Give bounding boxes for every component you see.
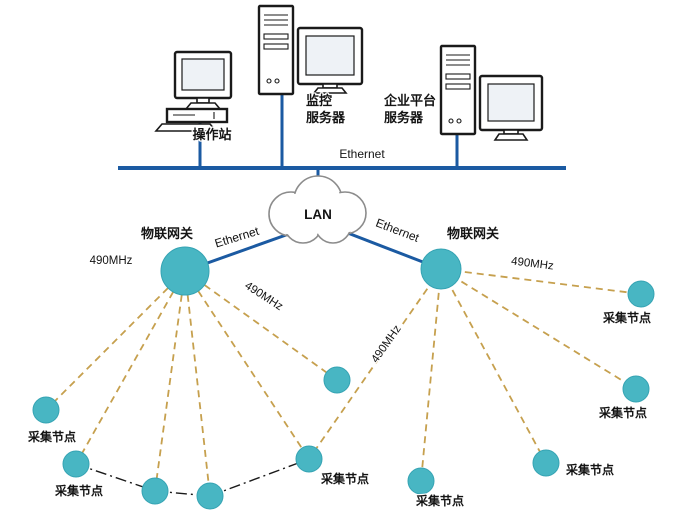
sensor-node-bottom-1 [141, 477, 169, 505]
tower-slot [263, 43, 289, 50]
radio-links [45, 268, 642, 497]
enterprise-server-icon [439, 44, 544, 141]
freq-label-right-steep-link: 490MHz [369, 323, 404, 365]
sensor-node-bottom-right [407, 467, 435, 495]
radio-link-rgw-bottom-right [420, 268, 442, 482]
enterprise-server-label-line1: 企业平台 [383, 93, 436, 108]
cloud-fill [316, 208, 350, 242]
server-tower [439, 44, 477, 136]
tower-button [266, 78, 272, 84]
monitor-screen [487, 83, 535, 122]
sensor-label-bottom-right: 采集节点 [415, 493, 464, 508]
left-gateway-label: 物联网关 [141, 226, 193, 241]
monitor-base [493, 133, 529, 141]
left-gateway-node [160, 246, 210, 296]
freq-label-left-link: 490MHz [242, 280, 285, 314]
freq-label-left-gateway: 490MHz [90, 255, 133, 267]
server-tower [257, 4, 295, 96]
tower-button [274, 78, 280, 84]
radio-link-lgw-far-left [45, 270, 186, 411]
sensor-label-lower-left: 采集节点 [54, 483, 103, 498]
enterprise-server-label-line2: 服务器 [384, 110, 424, 125]
mesh-links [75, 458, 310, 497]
tower-slot [445, 73, 471, 80]
tower-vents [264, 14, 288, 26]
cloud-fill [285, 206, 321, 242]
radio-link-lgw-bottom-2 [184, 270, 211, 497]
sensor-label-mid-right: 采集节点 [565, 462, 614, 477]
mesh-link-3 [209, 458, 310, 497]
sensor-node-center [323, 366, 351, 394]
monitor-screen [305, 35, 355, 76]
radio-link-lgw-center-bottom [184, 270, 310, 460]
labels: 操作站 监控 服务器 企业平台 服务器 Ethernet LAN Etherne… [26, 92, 653, 510]
monitoring-server-label-line1: 监控 [306, 93, 332, 108]
lan-label: LAN [304, 207, 332, 222]
radio-link-rgw-mid-right [440, 268, 547, 464]
sensor-node-lower-left [62, 450, 90, 478]
right-gateway-node [420, 248, 462, 290]
radio-link-lgw-bottom-1 [154, 270, 186, 492]
case-details [173, 112, 215, 119]
radio-link-rgw-upper-right [440, 268, 642, 295]
tower-slot [445, 83, 471, 90]
operator-station-label: 操作站 [192, 127, 231, 142]
right-gateway-label: 物联网关 [447, 226, 499, 241]
tower-button [456, 118, 462, 124]
sensor-node-bottom-2 [196, 482, 224, 510]
mesh-link-1 [75, 463, 156, 492]
monitoring-server-label-line2: 服务器 [306, 110, 346, 125]
radio-link-lgw-lower-left [75, 270, 186, 465]
tower-slot [263, 33, 289, 40]
ethernet-bus-label: Ethernet [339, 147, 385, 161]
radio-link-rgw-right [440, 268, 637, 390]
freq-label-right-link: 490MHz [510, 255, 554, 272]
sensor-node-far-left [32, 396, 60, 424]
keyboard [154, 123, 218, 132]
radio-link-rgw-center-bottom [308, 268, 442, 460]
nodes [32, 246, 655, 510]
sensor-label-center-bottom: 采集节点 [320, 471, 369, 486]
tower-vents [446, 54, 470, 66]
sensor-node-center-bottom [295, 445, 323, 473]
sensor-node-mid-right [532, 449, 560, 477]
monitor-screen [181, 58, 225, 91]
monitoring-server-icon [257, 4, 364, 96]
sensor-label-far-left: 采集节点 [27, 429, 76, 444]
sensor-node-upper-right [627, 280, 655, 308]
lan-cloud [268, 175, 367, 244]
tower-button [448, 118, 454, 124]
monitor-base [312, 87, 348, 94]
ethernet-right-link-label: Ethernet [374, 216, 422, 246]
sensor-label-right: 采集节点 [598, 405, 647, 420]
operator-station-icon [154, 50, 233, 132]
sensor-node-right [622, 375, 650, 403]
sensor-label-upper-right: 采集节点 [602, 310, 651, 325]
desktop-case [165, 107, 229, 124]
